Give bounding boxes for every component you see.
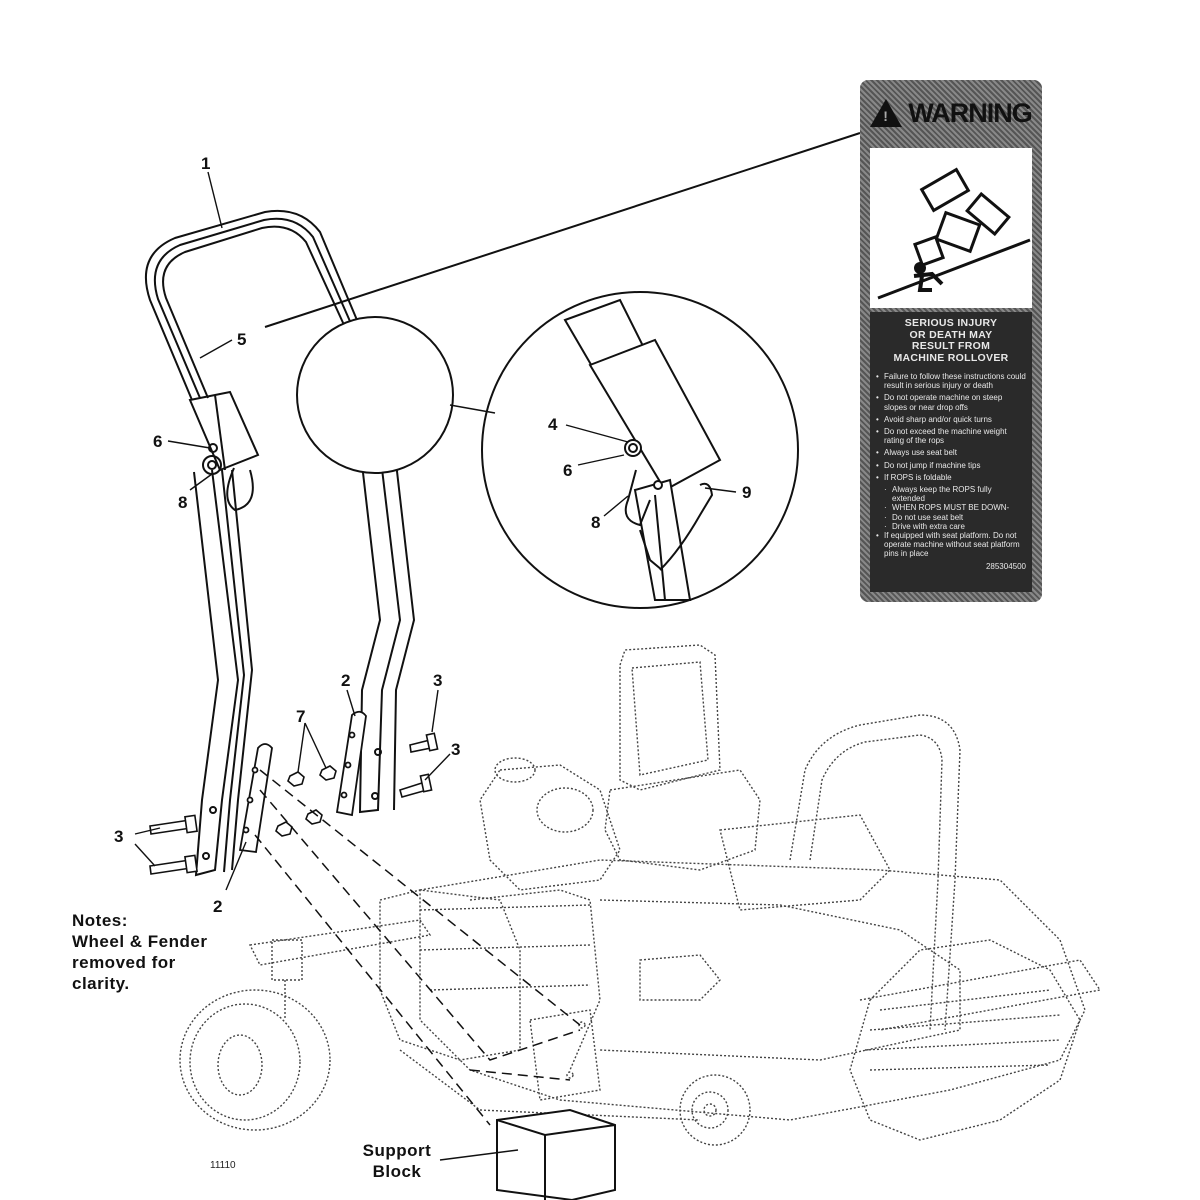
callout-leaders	[134, 171, 737, 891]
rollover-illustration-icon	[877, 167, 1031, 300]
decal-leader	[264, 132, 861, 328]
warning-subitem: Always keep the ROPS fully extended	[876, 485, 1026, 503]
warning-header: ! WARNING	[866, 86, 1036, 140]
callout-3-right-top: 3	[433, 671, 442, 690]
notes-line: removed for	[72, 953, 176, 972]
support-block	[496, 1108, 616, 1200]
warning-title: SERIOUS INJURY OR DEATH MAY RESULT FROM …	[893, 317, 1009, 364]
support-block-leader	[439, 1149, 519, 1161]
notes: Notes: Wheel & Fender removed for clarit…	[72, 910, 272, 994]
callout-9-detail: 9	[742, 483, 751, 502]
mount-plates	[238, 710, 367, 854]
warning-decal: ! WARNING SERIOUS INJURY OR DEATH MAY RE…	[860, 80, 1042, 602]
callout-2-right: 2	[341, 671, 350, 690]
warning-item: Avoid sharp and/or quick turns	[876, 415, 1026, 424]
warning-subitem: Drive with extra care	[876, 522, 1026, 531]
mower-outline	[179, 644, 1102, 1146]
callout-8: 8	[178, 493, 187, 512]
rops-frame	[144, 209, 424, 877]
support-block-label: Support Block	[362, 1141, 432, 1181]
warning-item: Do not exceed the machine weight rating …	[876, 427, 1026, 445]
warning-list: Failure to follow these instructions cou…	[876, 372, 1026, 559]
callout-5: 5	[237, 330, 246, 349]
notes-heading: Notes:	[72, 911, 128, 930]
warning-item: Do not operate machine on steep slopes o…	[876, 393, 1026, 411]
callout-3-left: 3	[114, 827, 123, 846]
warning-subitem: Do not use seat belt	[876, 513, 1026, 522]
callout-4-detail: 4	[548, 415, 558, 434]
callout-3-right-bottom: 3	[451, 740, 460, 759]
detail-view-content	[563, 298, 722, 601]
notes-line: clarity.	[72, 974, 130, 993]
warning-item: If ROPS is foldable	[876, 473, 1026, 482]
callout-2-left: 2	[213, 897, 222, 916]
decal-part-code: 285304500	[985, 561, 1026, 571]
warning-triangle-icon: !	[870, 99, 903, 127]
warning-subitem: WHEN ROPS MUST BE DOWN-	[876, 503, 1026, 512]
warning-text-panel: SERIOUS INJURY OR DEATH MAY RESULT FROM …	[870, 312, 1032, 592]
warning-item: Failure to follow these instructions cou…	[876, 372, 1026, 390]
callout-6: 6	[153, 432, 162, 451]
warning-item: Always use seat belt	[876, 448, 1026, 457]
warning-item: Do not jump if machine tips	[876, 461, 1026, 470]
callout-6-detail: 6	[563, 461, 572, 480]
rollover-pictogram	[870, 148, 1032, 308]
callout-7: 7	[296, 707, 305, 726]
warning-heading: WARNING	[908, 97, 1032, 128]
callout-8-detail: 8	[591, 513, 600, 532]
callout-1: 1	[201, 154, 210, 173]
warning-item: If equipped with seat platform. Do not o…	[876, 531, 1026, 559]
figure-id: 11110	[210, 1160, 236, 1171]
notes-line: Wheel & Fender	[72, 932, 208, 951]
alignment-lines	[254, 769, 581, 1126]
